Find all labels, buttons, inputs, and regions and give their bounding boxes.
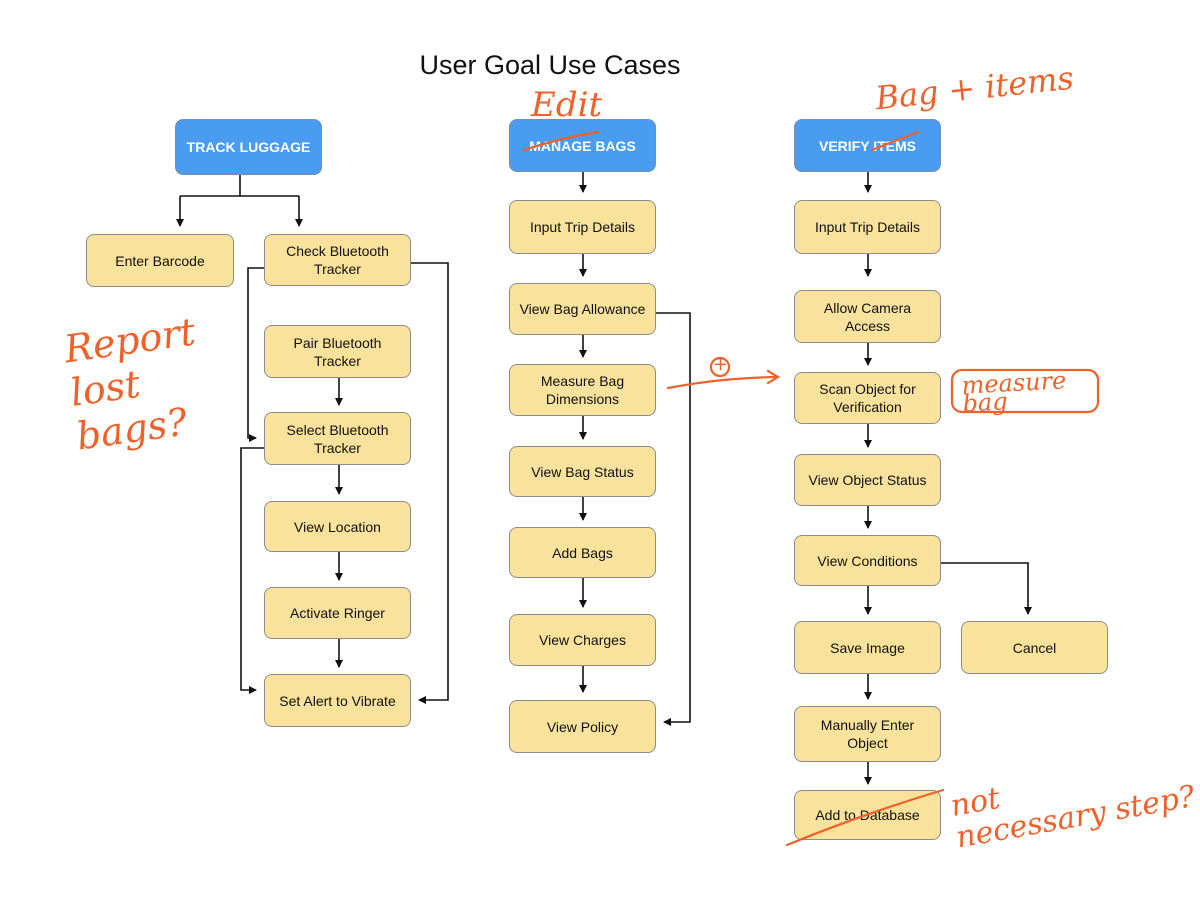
arrow-allowance-to-policy — [656, 312, 691, 726]
manually-enter-object-box: Manually Enter Object — [794, 706, 941, 762]
activate-ringer-box: Activate Ringer — [264, 587, 411, 639]
view-location-box: View Location — [264, 501, 411, 552]
arrow-check-to-alert — [411, 262, 449, 704]
view-object-status-box: View Object Status — [794, 454, 941, 506]
arrow-conditions-to-cancel — [941, 562, 1032, 615]
view-bag-allowance-box: View Bag Allowance — [509, 283, 656, 335]
enter-barcode-box: Enter Barcode — [86, 234, 234, 287]
arrow-select-to-alert — [240, 447, 264, 694]
diagram-title: User Goal Use Cases — [419, 50, 681, 80]
measure-bag-dimensions-box: Measure Bag Dimensions — [509, 364, 656, 416]
view-charges-box: View Charges — [509, 614, 656, 666]
arrow-check-to-select — [247, 267, 264, 442]
annotation-report-lost: Report lost bags? — [61, 309, 199, 459]
select-bluetooth-box: Select Bluetooth Tracker — [264, 412, 411, 465]
check-bluetooth-box: Check Bluetooth Tracker — [264, 234, 411, 286]
verify-input-trip-box: Input Trip Details — [794, 200, 941, 254]
view-bag-status-box: View Bag Status — [509, 446, 656, 497]
save-image-box: Save Image — [794, 621, 941, 674]
view-conditions-box: View Conditions — [794, 535, 941, 586]
pair-bluetooth-box: Pair Bluetooth Tracker — [264, 325, 411, 378]
annotation-measure-bag: measure bag — [960, 366, 1067, 418]
allow-camera-box: Allow Camera Access — [794, 290, 941, 343]
connector-track-split — [180, 175, 299, 197]
add-bags-box: Add Bags — [509, 527, 656, 578]
track-luggage-header: TRACK LUGGAGE — [175, 119, 322, 175]
set-alert-box: Set Alert to Vibrate — [264, 674, 411, 727]
cancel-box: Cancel — [961, 621, 1108, 674]
annotation-plus: + — [713, 354, 729, 375]
verify-items-header: VERIFY ITEMS — [794, 119, 941, 172]
add-to-database-box: Add to Database — [794, 790, 941, 840]
annotation-edit: Edit — [531, 85, 603, 125]
scan-object-box: Scan Object for Verification — [794, 372, 941, 424]
manage-input-trip-box: Input Trip Details — [509, 200, 656, 254]
view-policy-box: View Policy — [509, 700, 656, 753]
manage-bags-header: MANAGE BAGS — [509, 119, 656, 172]
